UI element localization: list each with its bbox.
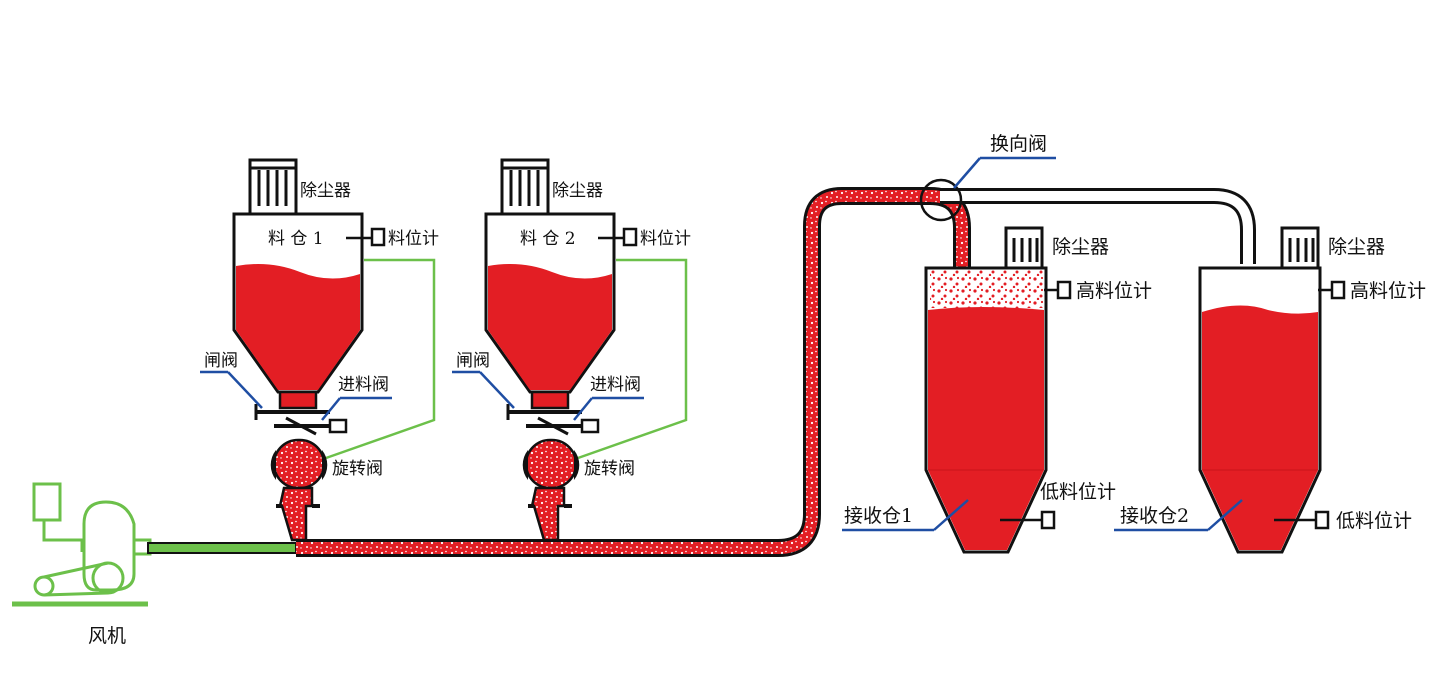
silo-2-dust-collector-filters	[509, 170, 540, 206]
receiver-1-low-level-meter	[1040, 510, 1056, 530]
silo-1-gate-valve-label: 闸阀	[204, 351, 238, 371]
silo-2-feed-valve-leader	[573, 397, 593, 421]
silo-1-material	[236, 264, 360, 390]
silo-1-rotary-valve-body	[272, 438, 326, 490]
receiver-2-low-level-label: 低料位计	[1336, 510, 1412, 532]
receiver-1-dust-cloud	[930, 270, 1044, 308]
silo-2-dust-collector-label: 除尘器	[552, 181, 603, 201]
blower-housing	[82, 500, 136, 592]
silo-2-signal-line	[577, 258, 688, 460]
silo-1-level-meter-label: 料位计	[388, 229, 439, 249]
conveying-pipe	[296, 187, 1256, 557]
receiver-1-label: 接收仓1	[844, 505, 913, 527]
silo-1-feed-valve-label: 进料阀	[338, 375, 389, 395]
diverter-valve-label: 换向阀	[990, 133, 1047, 155]
silo-2-rotary-valve-body	[524, 438, 578, 490]
silo-2-rotary-valve-label: 旋转阀	[584, 459, 635, 479]
silo-1-rotary-valve-left	[270, 450, 276, 480]
branch-pipe-inner	[940, 191, 1253, 264]
blower-motor-box	[32, 482, 62, 522]
silo-1-neck	[278, 390, 318, 410]
silo-1-rotary-valve-label: 旋转阀	[332, 459, 383, 479]
diverter-valve-leader	[953, 157, 981, 189]
silo-2: 料 仓 2 料位计 除尘器	[484, 158, 691, 542]
receiver-2: 高料位计 低料位计 除尘器	[1198, 226, 1426, 554]
receiver-1-dust-collector-label: 除尘器	[1052, 236, 1109, 258]
silo-2-level-meter-label: 料位计	[640, 229, 691, 249]
silo-1-level-meter	[370, 227, 386, 247]
blower-belt-top	[43, 561, 109, 579]
silo-2-level-meter	[622, 227, 638, 247]
receiver-2-dust-collector-filters	[1288, 238, 1315, 262]
blower-motor-pipe	[42, 520, 84, 552]
silo-1-feed-valve-cross	[285, 416, 317, 436]
silo-2-feed-valve-label: 进料阀	[590, 375, 641, 395]
silo-1-dust-collector-label: 除尘器	[300, 181, 351, 201]
silo-2-gate-valve-label: 闸阀	[456, 351, 490, 371]
receiver-1-low-level-label: 低料位计	[1040, 481, 1116, 503]
receiver-2-low-level-meter	[1314, 510, 1330, 530]
silo-2-gate-valve-leader-2	[479, 371, 515, 409]
receiver-1-high-level-label: 高料位计	[1076, 280, 1152, 302]
receiver-1-leader-2	[933, 499, 969, 531]
silo-1-feed-valve-leader	[321, 397, 341, 421]
silo-1-feed-valve-actuator	[328, 418, 348, 434]
silo-2-neck	[530, 390, 570, 410]
receiver-2-leader-2	[1207, 499, 1243, 531]
receiver-2-high-level-meter	[1330, 280, 1346, 300]
silo-2-rotary-valve-right	[574, 450, 580, 480]
receiver-1-high-level-meter	[1056, 280, 1072, 300]
receiver-1-material	[928, 307, 1044, 550]
blower	[12, 482, 152, 607]
silo-1-name: 料 仓 1	[268, 229, 324, 249]
receiver-1: 高料位计 低料位计 除尘器	[924, 226, 1152, 554]
receiver-2-label: 接收仓2	[1120, 505, 1189, 527]
silo-1-rotary-valve-right	[322, 450, 328, 480]
air-line	[147, 542, 297, 554]
receiver-2-material	[1202, 305, 1318, 550]
silo-1-drop-pipe	[278, 486, 314, 542]
silo-1: 料 仓 1 料位计 除尘器	[232, 158, 439, 542]
diverter-valve	[919, 178, 963, 222]
silo-2-rotary-valve-left	[522, 450, 528, 480]
receiver-2-dust-collector-label: 除尘器	[1328, 236, 1385, 258]
blower-belt-bottom	[43, 591, 109, 597]
silo-1-dust-collector-filters	[257, 170, 288, 206]
blower-label: 风机	[88, 625, 126, 647]
receiver-1-dust-collector-filters	[1012, 238, 1039, 262]
conveying-pipe-material	[296, 190, 968, 554]
silo-2-material	[488, 264, 612, 390]
silo-2-drop-pipe	[530, 486, 566, 542]
receiver-2-high-level-label: 高料位计	[1350, 280, 1426, 302]
silo-1-signal-line	[325, 258, 436, 460]
silo-2-name: 料 仓 2	[520, 229, 576, 249]
blower-pulley-left	[33, 575, 55, 597]
silo-1-gate-valve-leader-2	[227, 371, 263, 409]
silo-2-feed-valve-actuator	[580, 418, 600, 434]
silo-2-feed-valve-cross	[537, 416, 569, 436]
